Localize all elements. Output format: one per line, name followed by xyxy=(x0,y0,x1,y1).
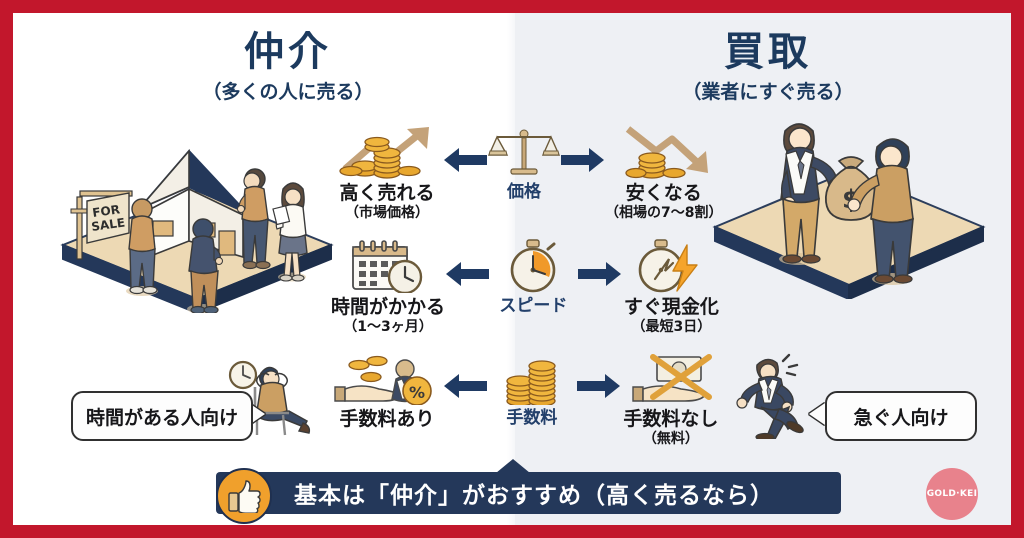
cell-fee-right-sublabel: （無料） xyxy=(642,430,699,447)
cell-fee-right: 手数料なし （無料） xyxy=(621,351,721,447)
cell-speed-middle-label: スピード xyxy=(499,296,568,316)
cell-speed-left-sublabel: （1〜3ヶ月） xyxy=(343,318,433,335)
arrow-right-price xyxy=(561,125,605,173)
cell-speed-right: すぐ現金化 （最短3日） xyxy=(622,239,721,335)
cell-speed-right-label: すぐ現金化 xyxy=(623,296,719,318)
recommendation-banner-text: 基本は「仲介」がおすすめ（高く売るなら） xyxy=(294,483,774,509)
arrow-left-fee xyxy=(443,351,487,399)
cell-price-left-sublabel: （市場価格） xyxy=(345,204,429,221)
arrow-left-price xyxy=(443,125,487,173)
callout-left[interactable]: 時間がある人向け xyxy=(71,391,253,441)
stopwatch-icon xyxy=(489,239,578,293)
callout-right[interactable]: 急ぐ人向け xyxy=(825,391,977,441)
cell-fee-right-label: 手数料なし xyxy=(623,408,719,430)
heading-brokerage-subtitle: （多くの人に売る） xyxy=(202,81,374,103)
balance-scale-icon xyxy=(487,125,561,179)
coins-up-arrow-icon xyxy=(331,125,443,179)
comparison-row-fee: % 手数料あり xyxy=(331,351,721,455)
house-for-sale-scene: FOR SALE xyxy=(47,117,347,317)
cell-speed-left-label: 時間がかかる xyxy=(331,296,446,318)
heading-buyout-title: 買取 xyxy=(724,29,812,75)
coin-stacks-icon xyxy=(487,351,577,405)
arrow-right-fee xyxy=(576,351,621,399)
cell-speed-right-sublabel: （最短3日） xyxy=(631,318,712,335)
calendar-clock-icon xyxy=(331,239,445,293)
cell-fee-left-label: 手数料あり xyxy=(339,408,435,430)
recommendation-banner[interactable]: 基本は「仲介」がおすすめ（高く売るなら） xyxy=(216,472,841,514)
svg-text:SALE: SALE xyxy=(90,215,125,234)
arrow-right-speed xyxy=(577,239,622,287)
hand-coins-percent-icon: % xyxy=(331,351,443,405)
heading-buyout-subtitle: （業者にすぐ売る） xyxy=(682,81,854,103)
cell-price-right: 安くなる （相場の7〜8割） xyxy=(605,125,722,221)
cell-price-left-label: 高く売れる xyxy=(339,182,435,204)
person-sitting-relaxed-icon xyxy=(227,353,323,443)
logo-text: GOLD·KEI xyxy=(926,489,978,499)
banner-notch xyxy=(496,459,530,473)
cell-speed-left: 時間がかかる （1〜3ヶ月） xyxy=(331,239,445,335)
thumbs-up-icon xyxy=(216,468,272,524)
cell-price-right-sublabel: （相場の7〜8割） xyxy=(605,204,723,221)
cell-fee-middle-label: 手数料 xyxy=(506,408,558,428)
person-running-icon xyxy=(727,353,813,443)
cell-fee-middle: 手数料 xyxy=(487,351,577,429)
comparison-row-price: 高く売れる （市場価格） xyxy=(331,125,722,229)
svg-text:FOR: FOR xyxy=(91,202,120,220)
money-bag-handover-scene: $ xyxy=(707,109,991,303)
callout-tail-left xyxy=(249,403,265,425)
money-bag-handover-svg: $ xyxy=(712,123,986,301)
heading-brokerage: 仲介 （多くの人に売る） xyxy=(173,31,403,104)
svg-text:%: % xyxy=(409,383,425,402)
house-for-sale-svg: FOR SALE xyxy=(60,148,334,315)
arrow-left-speed xyxy=(445,239,490,287)
cell-price-left: 高く売れる （市場価格） xyxy=(331,125,443,221)
heading-buyout: 買取 （業者にすぐ売る） xyxy=(653,31,883,104)
cash-crossed-out-icon xyxy=(621,351,721,405)
cell-fee-left: % 手数料あり xyxy=(331,351,443,431)
cell-speed-middle: スピード xyxy=(489,239,578,317)
infographic-canvas: 仲介 （多くの人に売る） 買取 （業者にすぐ売る） xyxy=(13,13,1011,525)
callout-right-text: 急ぐ人向け xyxy=(853,406,949,429)
coins-down-arrow-icon xyxy=(605,125,722,179)
callout-left-text: 時間がある人向け xyxy=(85,406,238,429)
stopwatch-bolt-icon xyxy=(622,239,721,293)
cell-price-middle: 価格 xyxy=(487,125,561,203)
callout-tail-right xyxy=(809,403,825,425)
comparison-row-speed: 時間がかかる （1〜3ヶ月） xyxy=(331,239,721,343)
heading-brokerage-title: 仲介 xyxy=(244,29,332,75)
logo-badge: GOLD·KEI xyxy=(926,468,978,520)
cell-price-right-label: 安くなる xyxy=(625,182,702,204)
cell-price-middle-label: 価格 xyxy=(507,182,541,202)
